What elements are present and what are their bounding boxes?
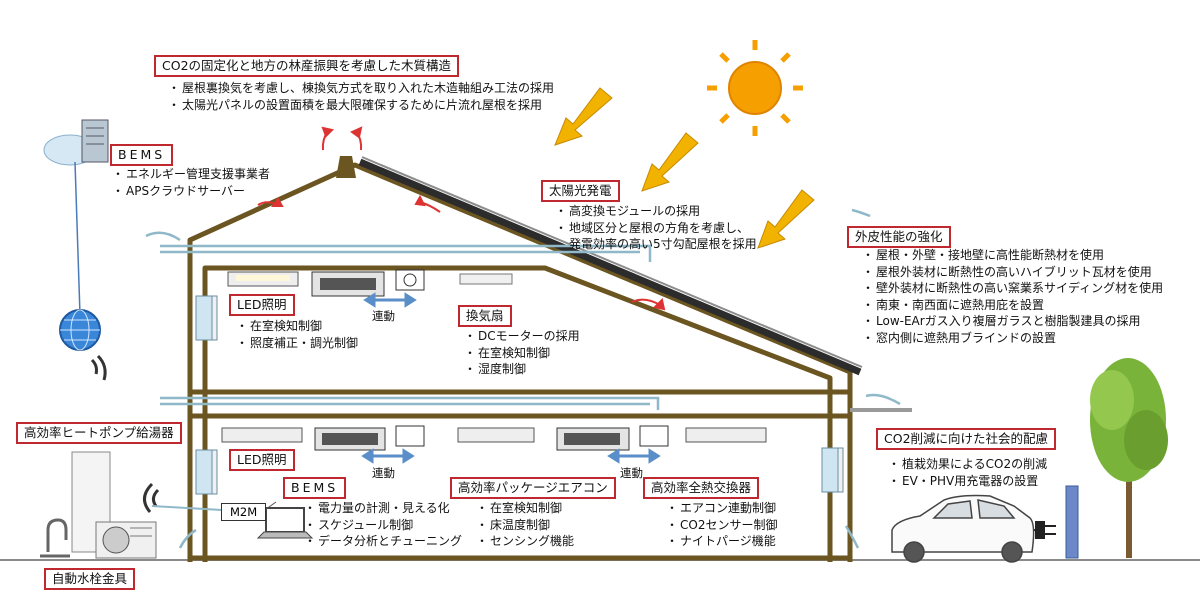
sun-icon — [707, 40, 803, 136]
wood-structure-title: CO2の固定化と地方の林産振興を考慮した木質構造 — [154, 55, 460, 77]
list-item: Low-EArガス入り複層ガラスと樹脂製建具の採用 — [862, 313, 1163, 330]
link-label-upper: 連動 — [372, 309, 395, 323]
list-item: 屋根裏換気を考慮し、棟換気方式を取り入れた木造軸組み工法の採用 — [168, 80, 554, 97]
heat-pump-title: 高効率ヒートポンプ給湯器 — [16, 422, 182, 444]
list-item: エネルギー管理支援事業者 — [112, 166, 270, 183]
list-item: 窓内側に遮熱用ブラインドの設置 — [862, 330, 1163, 347]
network-line — [74, 161, 81, 316]
solar-panel — [358, 158, 862, 376]
co2-list: 植栽効果によるCO2の削減 EV・PHV用充電器の設置 — [888, 456, 1047, 490]
led-upper-title: LED照明 — [229, 294, 295, 316]
envelope-list: 屋根・外壁・接地壁に高性能断熱材を使用 屋根外装材に断熱性の高いハイブリット瓦材… — [862, 247, 1163, 347]
list-item: 壁外装材に断熱性の高い窯業系サイディング材を使用 — [862, 280, 1163, 297]
list-item: 屋根外装材に断熱性の高いハイブリット瓦材を使用 — [862, 264, 1163, 281]
fan-title: 換気扇 — [458, 305, 512, 327]
list-item: EV・PHV用充電器の設置 — [888, 473, 1047, 490]
heat-pump-icon — [71, 451, 157, 559]
list-item: 南東・南西面に遮熱用庇を設置 — [862, 297, 1163, 314]
solar-list: 高変換モジュールの採用 地域区分と屋根の方角を考慮し、 発電効率の高い5寸勾配屋… — [555, 203, 757, 253]
aircon-list: 在室検知制御 床温度制御 センシング機能 — [476, 500, 574, 550]
wireless-icon-globe — [90, 354, 107, 381]
wood-structure-list: 屋根裏換気を考慮し、棟換気方式を取り入れた木造軸組み工法の採用 太陽光パネルの設… — [168, 80, 554, 114]
m2m-box: M2M — [221, 503, 267, 521]
list-item: 在室検知制御 — [476, 500, 574, 517]
aircon-title: 高効率パッケージエアコン — [450, 477, 616, 499]
list-item: 屋根・外壁・接地壁に高性能断熱材を使用 — [862, 247, 1163, 264]
list-item: センシング機能 — [476, 533, 574, 550]
faucet-icon — [40, 518, 70, 558]
list-item: 在室検知制御 — [464, 345, 580, 362]
list-item: APSクラウドサーバー — [112, 183, 270, 200]
hrv-list: エアコン連動制御 CO2センサー制御 ナイトパージ機能 — [666, 500, 777, 550]
upper-fixtures — [227, 269, 513, 297]
list-item: 地域区分と屋根の方角を考慮し、 — [555, 220, 757, 237]
car-icon — [891, 494, 1035, 563]
co2-title: CO2削減に向けた社会的配慮 — [876, 428, 1057, 450]
attic-air-flows — [257, 126, 666, 311]
bems-home-list: 電力量の計測・見える化 スケジュール制御 データ分析とチューニング — [304, 500, 462, 550]
sunlight-arrows — [554, 87, 815, 249]
wireless-icon-m2m — [143, 482, 160, 513]
link-arrows — [361, 292, 661, 464]
link-label-lower-left: 連動 — [372, 466, 395, 480]
fan-list: DCモーターの採用 在室検知制御 湿度制御 — [464, 328, 580, 378]
windows — [195, 295, 844, 495]
globe-icon — [59, 309, 101, 351]
bems-home-title: BEMS — [283, 477, 347, 499]
list-item-continuation: 発電効率の高い5寸勾配屋根を採用 — [569, 237, 757, 251]
list-item: スケジュール制御 — [304, 517, 462, 534]
envelope-title: 外皮性能の強化 — [847, 226, 951, 248]
list-item: 湿度制御 — [464, 361, 580, 378]
list-item: 照度補正・調光制御 — [236, 335, 358, 352]
list-item: 太陽光パネルの設置面積を最大限確保するために片流れ屋根を採用 — [168, 97, 554, 114]
list-item: 床温度制御 — [476, 517, 574, 534]
ventilation-arrows — [145, 208, 901, 549]
house-frame — [187, 162, 853, 562]
tree-icon — [1090, 358, 1168, 558]
hrv-title: 高効率全熱交換器 — [643, 477, 760, 499]
ridge-vent — [336, 156, 356, 178]
list-item: 高変換モジュールの採用 — [555, 203, 757, 220]
list-item: DCモーターの採用 — [464, 328, 580, 345]
link-label-lower-right: 連動 — [620, 466, 643, 480]
list-item: エアコン連動制御 — [666, 500, 777, 517]
bems-cloud-list: エネルギー管理支援事業者 APSクラウドサーバー — [112, 166, 270, 200]
list-item: ナイトパージ機能 — [666, 533, 777, 550]
led-upper-list: 在室検知制御 照度補正・調光制御 — [236, 318, 358, 352]
cloud-server-icon — [43, 119, 109, 166]
list-item: 在室検知制御 — [236, 318, 358, 335]
solar-title: 太陽光発電 — [541, 180, 620, 202]
ev-charger-icon — [1065, 485, 1079, 559]
bems-cloud-title: BEMS — [110, 144, 174, 166]
list-item: CO2センサー制御 — [666, 517, 777, 534]
list-item: データ分析とチューニング — [304, 533, 462, 550]
led-lower-title: LED照明 — [229, 449, 295, 471]
laptop-icon — [256, 507, 314, 539]
faucet-title: 自動水栓金具 — [44, 568, 136, 590]
lower-fixtures — [221, 425, 767, 451]
list-item: 電力量の計測・見える化 — [304, 500, 462, 517]
list-item: 植栽効果によるCO2の削減 — [888, 456, 1047, 473]
